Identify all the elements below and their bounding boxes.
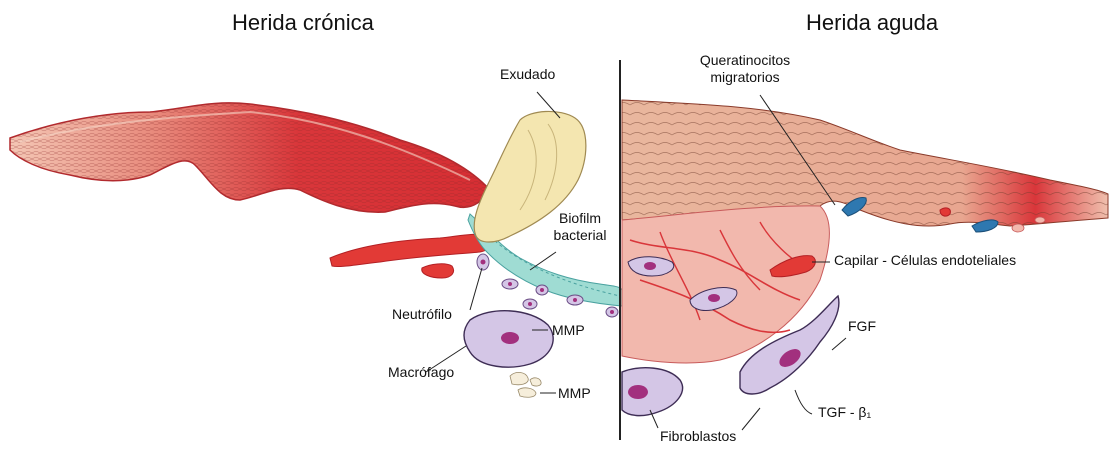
mmp-label-2: MMP (558, 385, 591, 402)
keratinocytes-line1: Queratinocitos (690, 52, 800, 69)
mmp-label-1: MMP (552, 322, 585, 339)
macrophage-label: Macrófago (388, 364, 454, 381)
tgf-label: TGF - β₁ (818, 404, 871, 421)
acute-wound-title: Herida aguda (806, 10, 938, 36)
chronic-vessels (330, 234, 491, 278)
keratinocytes-line2: migratorios (690, 69, 800, 86)
keratinocytes-label: Queratinocitos migratorios (690, 52, 800, 86)
biofilm-line1: Biofilm (540, 210, 620, 227)
exudate-label: Exudado (500, 66, 555, 83)
chronic-tissue (10, 103, 490, 212)
fibroblasts-label: Fibroblastos (660, 428, 736, 445)
capillary-label: Capilar - Células endoteliales (834, 252, 1016, 269)
chronic-wound-title: Herida crónica (232, 10, 374, 36)
fgf-label: FGF (848, 318, 876, 335)
macrophage-cell (464, 311, 553, 367)
biofilm-label: Biofilm bacterial (540, 210, 620, 244)
debris (510, 372, 541, 397)
biofilm-line2: bacterial (540, 227, 620, 244)
neutrophil-label: Neutrófilo (392, 306, 452, 323)
